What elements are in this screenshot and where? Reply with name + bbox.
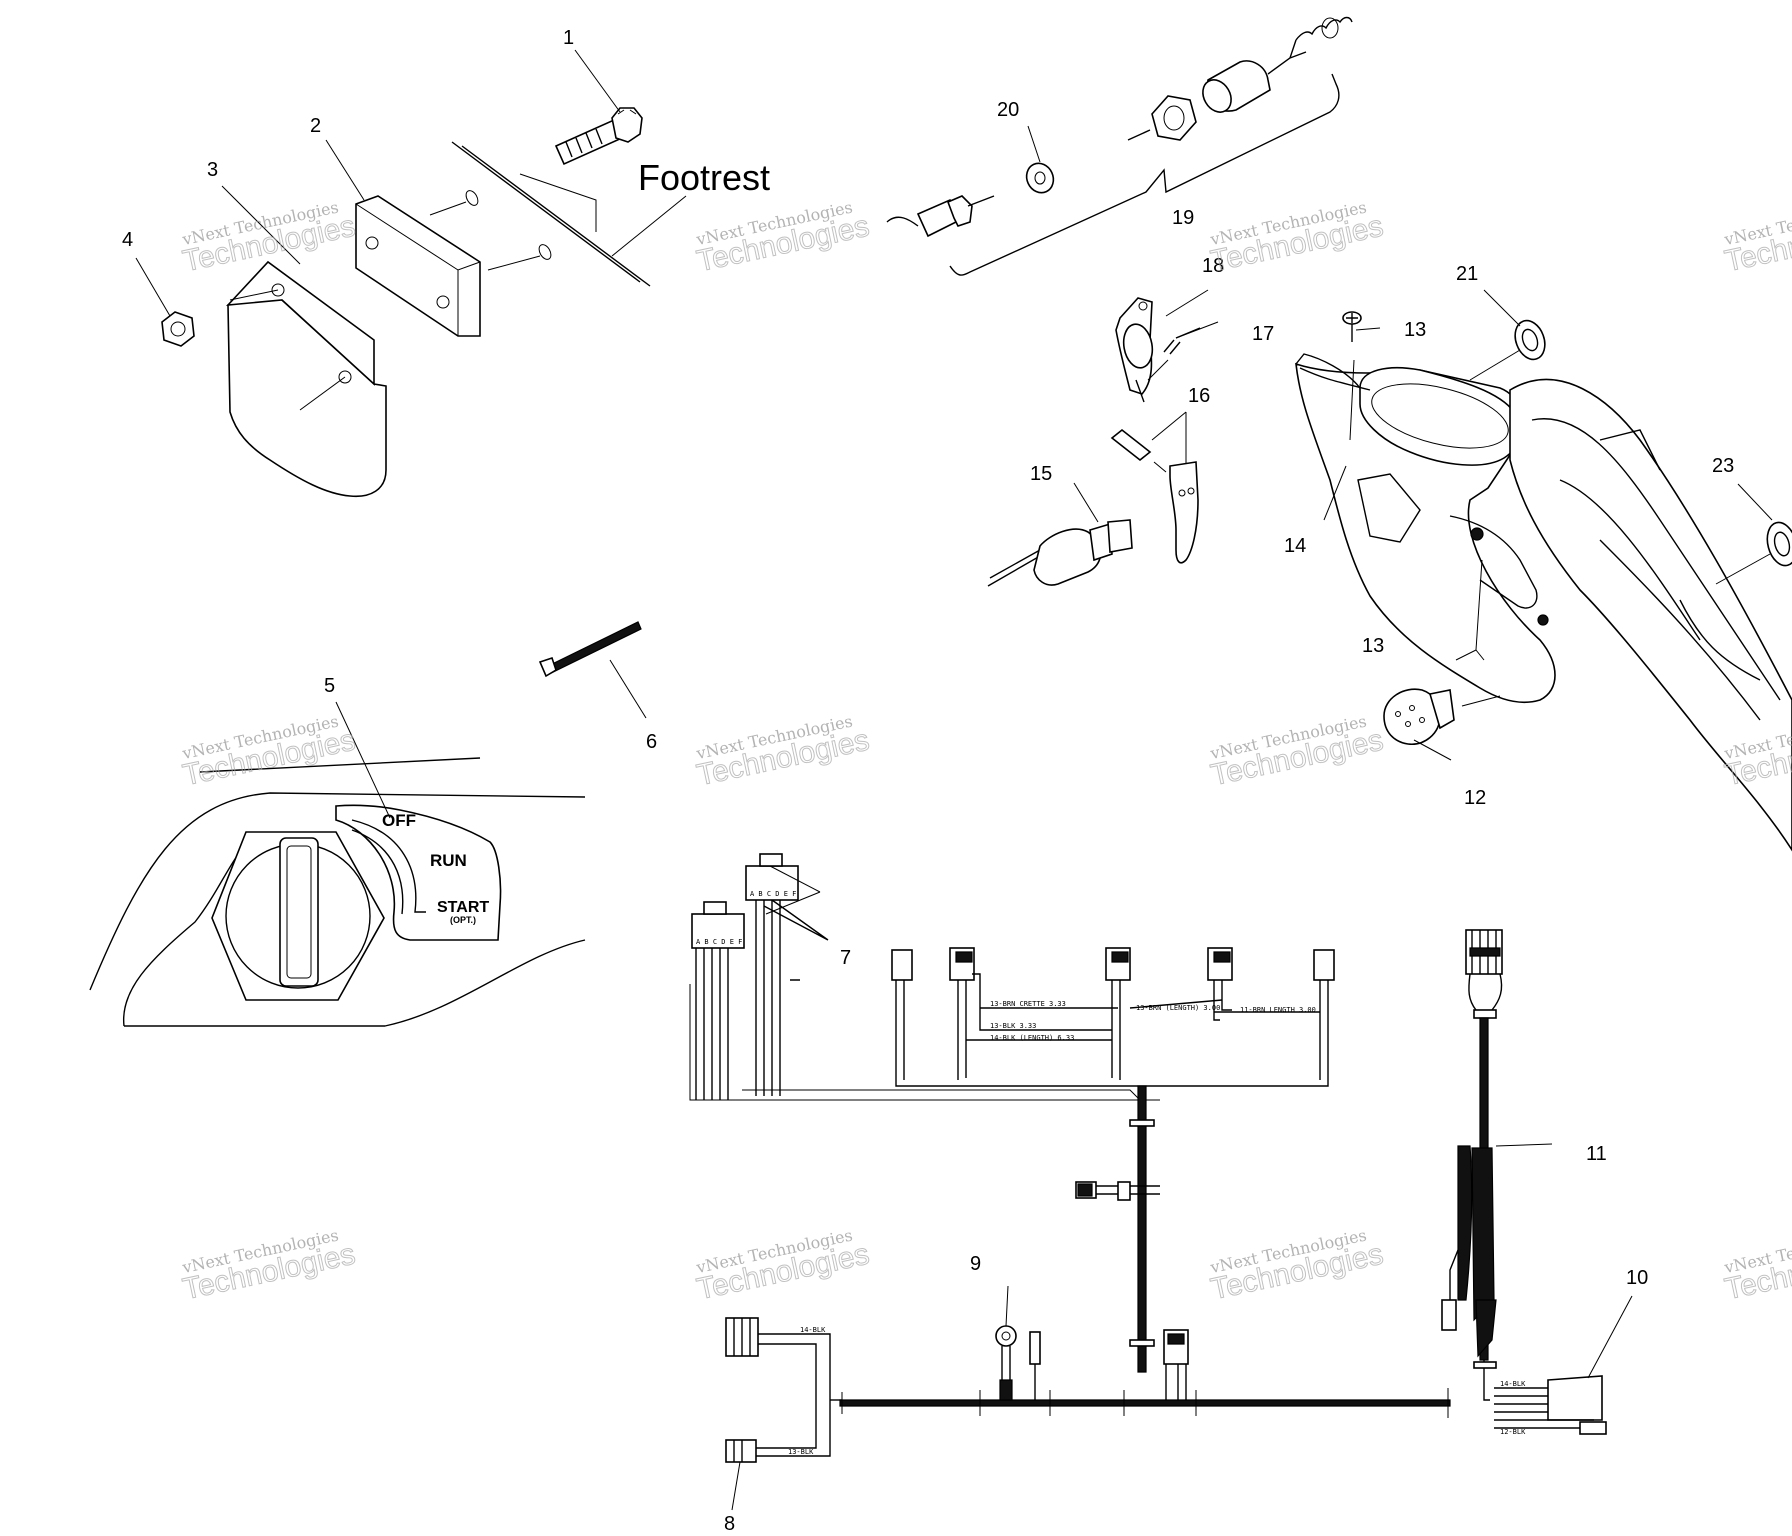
top-connector-row: 13-BRN CRETTE 3.33 13-BRN (LENGTH) 3.00 … [891,947,1335,1087]
svg-text:12-BLK: 12-BLK [1500,1428,1526,1436]
leader-lines [135,49,1773,1511]
callout-6: 6 [646,731,657,753]
callout-17: 17 [1252,323,1274,345]
callout-15: 15 [1030,463,1052,485]
callout-numbers: 1 2 3 4 5 6 7 8 9 10 11 12 13 13 14 15 1… [122,27,1734,1535]
ring-terminal [995,1325,1041,1401]
callout-1: 1 [563,27,574,49]
grommet-21 [1514,319,1546,361]
svg-text:11-BRN LENGTH 3.00: 11-BRN LENGTH 3.00 [1240,1006,1316,1014]
wiring-harness: A B C D E F A B C D E F 13-BRN CRETTE 3.… [689,853,1607,1463]
trunk-side-connector [1075,1181,1160,1201]
callout-13-top: 13 [1404,319,1426,341]
callout-4: 4 [122,229,133,251]
handlebar-pod-assembly [987,297,1792,852]
switch-label-plate [335,804,502,941]
ignition-switch-panel: OFF RUN START (OPT.) [89,757,586,1027]
svg-text:14-BLK: 14-BLK [800,1326,826,1334]
callout-12: 12 [1464,787,1486,809]
callout-13-bottom: 13 [1362,635,1384,657]
switch-assembly [987,519,1133,587]
callout-3: 3 [207,159,218,181]
screw-top [1342,311,1362,342]
callout-14: 14 [1284,535,1306,557]
callout-11: 11 [1586,1143,1607,1165]
callout-9: 9 [970,1253,981,1275]
callout-8: 8 [724,1513,735,1535]
callout-20: 20 [997,99,1019,121]
switch-label-run: RUN [430,851,467,870]
callout-21: 21 [1456,263,1478,285]
accessory-switch [1383,688,1455,745]
safety-lanyard-assembly [886,16,1353,276]
bolt [554,107,643,166]
washer [1025,162,1055,194]
callout-18: 18 [1202,255,1224,277]
spacer-block [355,195,481,337]
svg-text:13-BLK 3.33: 13-BLK 3.33 [990,1022,1036,1030]
cable-tie [538,621,642,678]
footrest-assembly [161,107,687,498]
svg-text:14-BLK: 14-BLK [1500,1380,1526,1388]
callout-5: 5 [324,675,335,697]
switch-label-start-note: (OPT.) [450,915,476,925]
svg-text:14-BLK (LENGTH) 6.33: 14-BLK (LENGTH) 6.33 [990,1034,1074,1042]
callout-19: 19 [1172,207,1194,229]
cam [1169,461,1199,564]
pin [1110,428,1152,462]
lanyard-plunger [1202,16,1353,113]
callout-23: 23 [1712,455,1734,477]
grommet-23 [1766,521,1792,567]
callout-2: 2 [310,115,321,137]
switch-label-start: START [437,899,489,916]
footrest-pad [227,295,387,498]
callout-7: 7 [840,947,851,969]
callout-10: 10 [1626,1267,1648,1289]
footrest-label: Footrest [638,157,770,198]
end-connector-10: 14-BLK 12-BLK [1494,1375,1607,1436]
bracket [1115,297,1154,403]
lanyard-nut [1151,95,1197,141]
ignition-key-slot [279,837,319,987]
svg-text:A B C D E F: A B C D E F [750,890,796,898]
svg-text:13-BRN (LENGTH) 3.00: 13-BRN (LENGTH) 3.00 [1136,1004,1220,1012]
callout-16: 16 [1188,385,1210,407]
svg-text:A B C D E F: A B C D E F [696,938,742,946]
harness-bundle-11 [1441,929,1503,1401]
handlebar [1509,378,1792,852]
switch-label-off: OFF [382,811,416,830]
end-connectors-8: 14-BLK 13-BLK [725,1317,842,1463]
svg-text:13-BRN CRETTE 3.33: 13-BRN CRETTE 3.33 [990,1000,1066,1008]
watermark-group: Technologies vNext Technologies Technolo… [180,197,1792,1306]
nut [161,311,195,347]
svg-text:13-BLK: 13-BLK [788,1448,814,1456]
